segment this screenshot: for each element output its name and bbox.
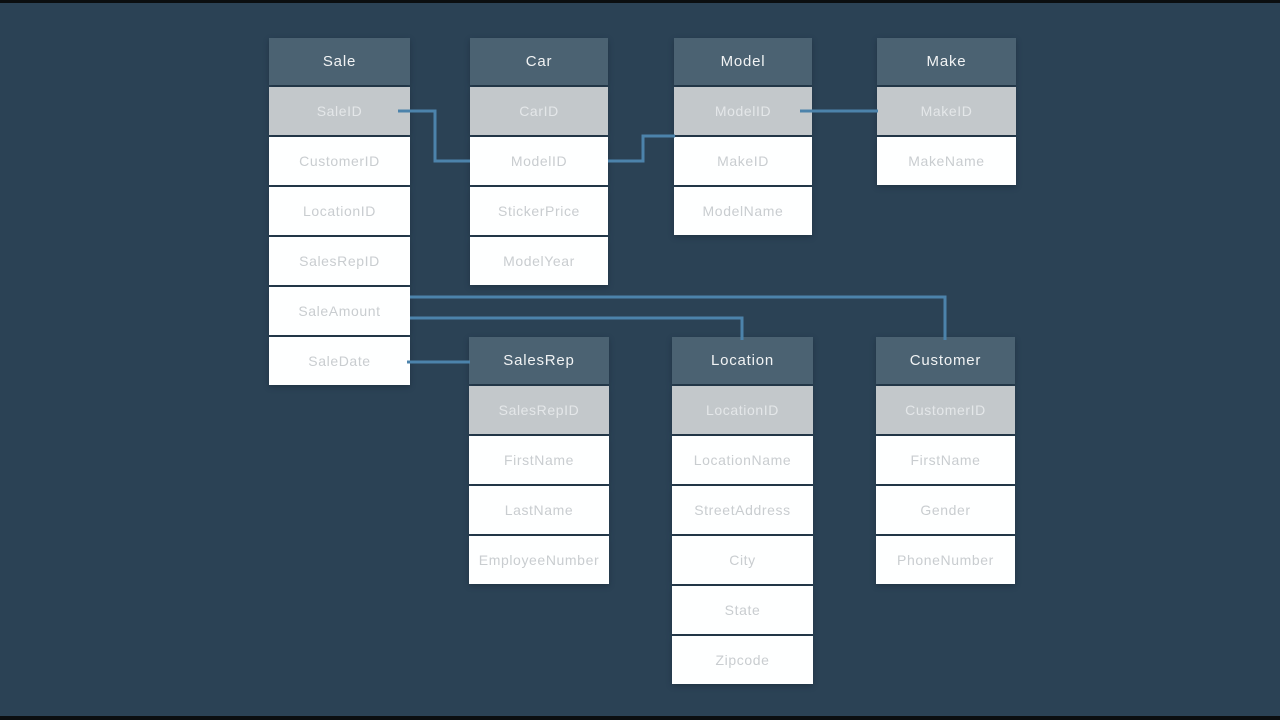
field-row: Gender xyxy=(876,486,1015,534)
primary-key-row: MakeID xyxy=(877,87,1016,135)
table-title-salesrep: SalesRep xyxy=(469,337,609,384)
field-row: EmployeeNumber xyxy=(469,536,609,584)
field-row: FirstName xyxy=(469,436,609,484)
field-row: FirstName xyxy=(876,436,1015,484)
field-row: MakeName xyxy=(877,137,1016,185)
letterbox-bottom xyxy=(0,716,1280,720)
primary-key-row: SalesRepID xyxy=(469,386,609,434)
letterbox-top xyxy=(0,0,1280,3)
field-row: StickerPrice xyxy=(470,187,608,235)
connector-car-modelid-to-model-modelid xyxy=(608,134,675,163)
field-row: StreetAddress xyxy=(672,486,813,534)
field-row: MakeID xyxy=(674,137,812,185)
field-row: ModelID xyxy=(470,137,608,185)
table-title-model: Model xyxy=(674,38,812,85)
primary-key-row: CustomerID xyxy=(876,386,1015,434)
table-title-make: Make xyxy=(877,38,1016,85)
primary-key-row: SaleID xyxy=(269,87,410,135)
field-row: LastName xyxy=(469,486,609,534)
table-title-location: Location xyxy=(672,337,813,384)
table-title-customer: Customer xyxy=(876,337,1015,384)
field-row: SaleDate xyxy=(269,337,410,385)
field-row: PhoneNumber xyxy=(876,536,1015,584)
field-row: SaleAmount xyxy=(269,287,410,335)
primary-key-row: LocationID xyxy=(672,386,813,434)
field-row: SalesRepID xyxy=(269,237,410,285)
field-row: ModelName xyxy=(674,187,812,235)
primary-key-row: CarID xyxy=(470,87,608,135)
field-row: City xyxy=(672,536,813,584)
connector-sale-to-customer xyxy=(410,295,947,340)
field-row: ModelYear xyxy=(470,237,608,285)
primary-key-row: ModelID xyxy=(674,87,812,135)
field-row: LocationName xyxy=(672,436,813,484)
table-title-car: Car xyxy=(470,38,608,85)
field-row: State xyxy=(672,586,813,634)
table-title-sale: Sale xyxy=(269,38,410,85)
field-row: Zipcode xyxy=(672,636,813,684)
field-row: LocationID xyxy=(269,187,410,235)
field-row: CustomerID xyxy=(269,137,410,185)
